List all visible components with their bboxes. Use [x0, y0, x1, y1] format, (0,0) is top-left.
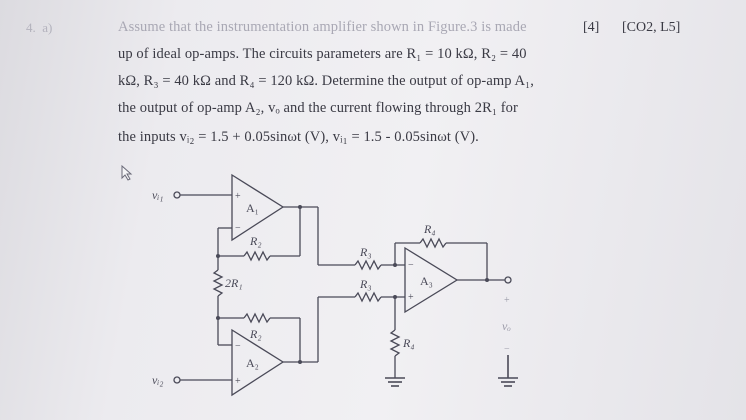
resistor-r3-bottom: [354, 291, 382, 303]
mouse-cursor-icon: [121, 165, 133, 181]
input-1-label: vᵢ₁: [152, 188, 163, 202]
question-number: 4. a): [26, 20, 53, 35]
resistor-2r1: [212, 269, 224, 297]
a1-plus-sign: +: [235, 191, 241, 202]
opamp-a3-shape: [404, 246, 459, 314]
r3-top-label: R₃: [359, 245, 372, 259]
question-line-1: Assume that the instrumentation amplifie…: [118, 19, 527, 36]
ground-symbol-r4: [385, 377, 405, 387]
marks-label: [4]: [583, 20, 600, 35]
r4-feedback-label: R₄: [423, 222, 436, 236]
resistor-r4-ground: [389, 329, 401, 357]
input-2-terminal: [173, 376, 181, 384]
resistor-r4-feedback: [419, 237, 447, 249]
opamp-a2-label: A₂: [246, 356, 259, 370]
a1-minus-sign: −: [235, 223, 241, 234]
a2-minus-sign: −: [235, 341, 241, 352]
course-outcome-label: [CO2, L5]: [622, 20, 681, 35]
r1-label: 2R₁: [225, 276, 243, 290]
question-line-3: kΩ, R₃ = 40 kΩ and R₄ = 120 kΩ. Determin…: [118, 73, 534, 89]
question-line-5: the inputs vᵢ₂ = 1.5 + 0.05sinωt (V), vᵢ…: [118, 129, 479, 145]
opamp-a2-shape: [231, 328, 285, 397]
opamp-a3-label: A₃: [420, 274, 433, 288]
r4-ground-label: R₄: [402, 336, 415, 350]
question-line-1-text: Assume that the instrumentation amplifie…: [118, 19, 527, 35]
resistor-r2-top: [243, 250, 271, 262]
r2-bottom-label: R₂: [249, 327, 262, 341]
a3-plus-sign: +: [408, 292, 414, 303]
r2-top-label: R₂: [249, 234, 262, 248]
r3-bottom-label: R₃: [359, 277, 372, 291]
opamp-a1-label: A₁: [246, 201, 259, 215]
resistor-r2-bottom: [243, 312, 271, 324]
a3-minus-sign: −: [408, 260, 414, 271]
question-line-4: the output of op-amp A₂, vₒ and the curr…: [118, 100, 518, 116]
input-1-terminal: [173, 191, 181, 199]
opamp-a1-shape: [231, 173, 285, 242]
question-line-2: up of ideal op-amps. The circuits parame…: [118, 46, 527, 62]
input-2-label: vᵢ₂: [152, 373, 163, 387]
resistor-r3-top: [354, 259, 382, 271]
output-plus-sign: +: [504, 295, 510, 306]
ground-symbol-output: [498, 355, 518, 387]
output-label: vₒ: [502, 319, 511, 333]
a2-plus-sign: +: [235, 376, 241, 387]
output-minus-sign: −: [504, 344, 510, 355]
output-terminal: [504, 276, 512, 284]
